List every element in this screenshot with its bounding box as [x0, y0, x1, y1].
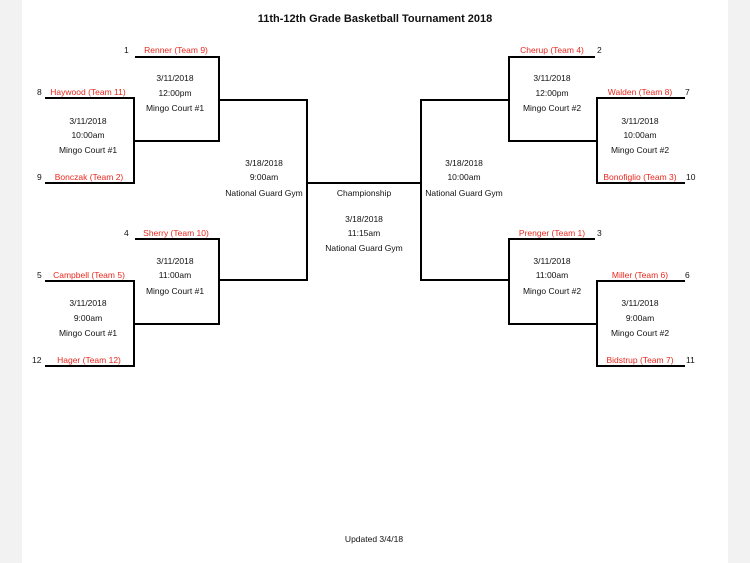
team-name: Hager (Team 12)	[57, 355, 121, 365]
bracket-line	[508, 323, 598, 325]
game-date: 3/11/2018	[156, 73, 194, 83]
bracket-line	[218, 238, 220, 325]
bracket-line	[135, 238, 220, 240]
bracket-line	[596, 182, 685, 184]
championship-label: Championship	[336, 188, 392, 198]
game-time: 10:00am	[623, 130, 657, 140]
game-time: 9:00am	[625, 313, 655, 323]
bracket-line	[45, 182, 135, 184]
game-time: 9:00am	[73, 313, 103, 323]
game-date: 3/18/2018	[445, 158, 483, 168]
game-location: National Guard Gym	[325, 243, 403, 253]
right-page-edge	[728, 0, 750, 563]
bracket-line	[420, 279, 510, 281]
game-location: National Guard Gym	[425, 188, 503, 198]
team-name: Bonofiglio (Team 3)	[603, 172, 677, 182]
bracket-line	[306, 99, 308, 281]
game-date: 3/18/2018	[245, 158, 283, 168]
bracket-line	[133, 140, 220, 142]
game-location: Mingo Court #2	[522, 286, 582, 296]
left-page-edge	[0, 0, 22, 563]
team-name: Walden (Team 8)	[607, 87, 673, 97]
team-name: Haywood (Team 11)	[50, 87, 126, 97]
seed-number: 1	[124, 45, 129, 55]
bracket-line	[45, 365, 135, 367]
game-time: 12:00pm	[535, 88, 569, 98]
seed-number: 12	[32, 355, 42, 365]
seed-number: 4	[124, 228, 129, 238]
team-name: Sherry (Team 10)	[143, 228, 209, 238]
team-name: Cherup (Team 4)	[520, 45, 584, 55]
seed-number: 8	[37, 87, 42, 97]
seed-number: 3	[597, 228, 602, 238]
seed-number: 10	[686, 172, 696, 182]
bracket-line	[596, 280, 685, 282]
bracket-line	[508, 238, 595, 240]
game-time: 11:00am	[158, 270, 192, 280]
game-location: Mingo Court #2	[610, 145, 670, 155]
game-location: National Guard Gym	[225, 188, 303, 198]
game-date: 3/11/2018	[69, 298, 107, 308]
team-name: Campbell (Team 5)	[53, 270, 125, 280]
game-time: 9:00am	[249, 172, 279, 182]
game-date: 3/11/2018	[533, 73, 571, 83]
bracket-line	[218, 99, 308, 101]
game-date: 3/11/2018	[69, 116, 107, 126]
game-time: 11:00am	[535, 270, 569, 280]
bracket-line	[596, 97, 685, 99]
bracket-line	[45, 280, 135, 282]
game-time: 10:00am	[71, 130, 105, 140]
bracket-line	[420, 99, 510, 101]
team-name: Bidstrup (Team 7)	[606, 355, 674, 365]
game-location: Mingo Court #1	[145, 286, 205, 296]
bracket-line	[306, 182, 422, 184]
seed-number: 6	[685, 270, 690, 280]
bracket-line	[508, 238, 510, 325]
team-name: Prenger (Team 1)	[518, 228, 586, 238]
seed-number: 2	[597, 45, 602, 55]
bracket-line	[508, 56, 595, 58]
bracket-line	[218, 279, 308, 281]
seed-number: 5	[37, 270, 42, 280]
game-date: 3/11/2018	[533, 256, 571, 266]
page-title: 11th-12th Grade Basketball Tournament 20…	[257, 13, 493, 25]
game-date: 3/18/2018	[345, 214, 383, 224]
seed-number: 11	[686, 355, 695, 365]
seed-number: 9	[37, 172, 42, 182]
game-date: 3/11/2018	[621, 298, 659, 308]
seed-number: 7	[685, 87, 690, 97]
game-location: Mingo Court #1	[145, 103, 205, 113]
team-name: Bonczak (Team 2)	[54, 172, 124, 182]
team-name: Renner (Team 9)	[144, 45, 208, 55]
game-location: Mingo Court #2	[610, 328, 670, 338]
game-time: 10:00am	[447, 172, 481, 182]
game-date: 3/11/2018	[156, 256, 194, 266]
bracket-line	[420, 99, 422, 281]
team-name: Miller (Team 6)	[611, 270, 669, 280]
game-location: Mingo Court #2	[522, 103, 582, 113]
bracket-line	[135, 56, 220, 58]
game-time: 11:15am	[347, 228, 381, 238]
game-location: Mingo Court #1	[58, 328, 118, 338]
bracket-line	[133, 323, 220, 325]
bracket-line	[45, 97, 135, 99]
game-date: 3/11/2018	[621, 116, 659, 126]
updated-note: Updated 3/4/18	[344, 534, 404, 544]
bracket-line	[596, 365, 685, 367]
game-time: 12:00pm	[158, 88, 192, 98]
bracket-line	[508, 140, 598, 142]
game-location: Mingo Court #1	[58, 145, 118, 155]
